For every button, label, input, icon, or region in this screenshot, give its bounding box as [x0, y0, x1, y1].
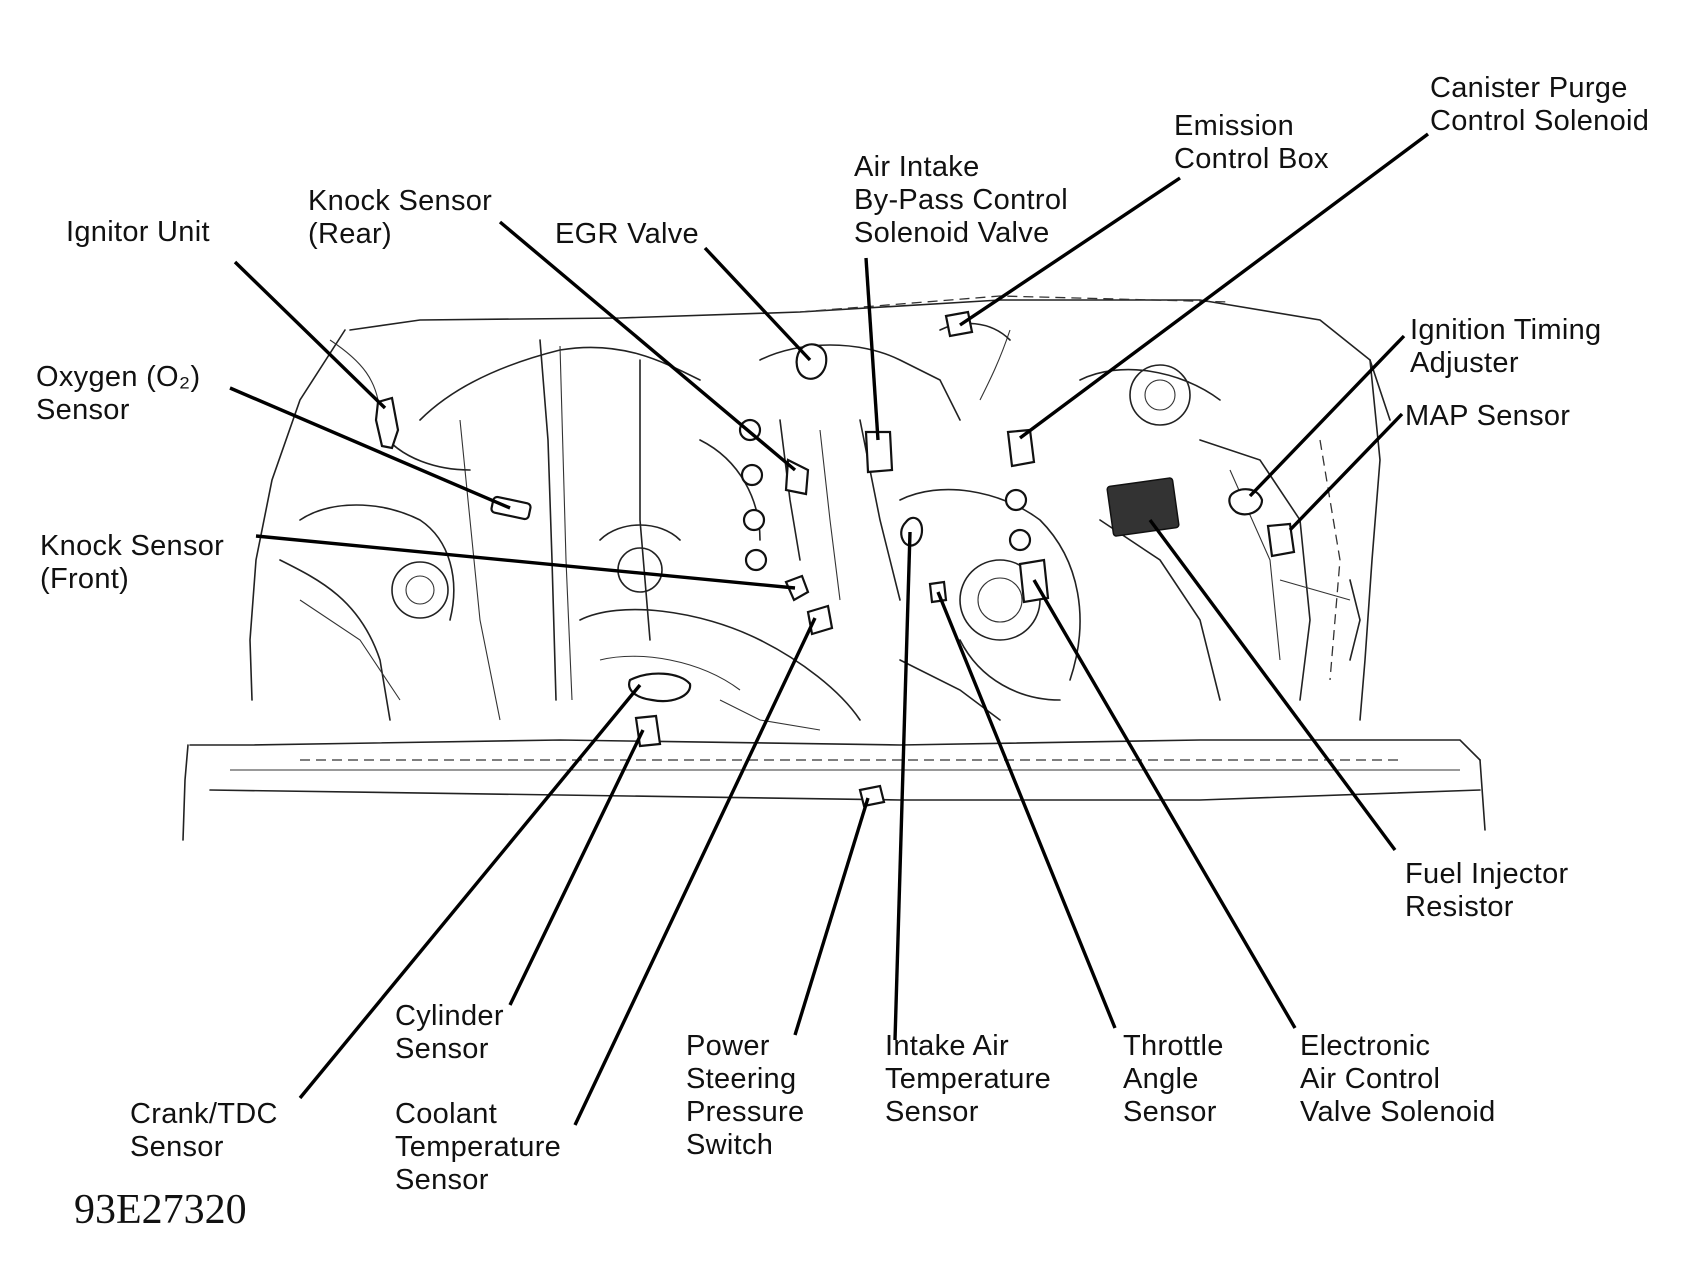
- figure-id: 93E27320: [74, 1187, 247, 1233]
- label-line: Fuel Injector: [1405, 858, 1569, 890]
- label-line: Coolant: [395, 1098, 498, 1130]
- ignitor-unit-part: [374, 396, 400, 450]
- label-line: Steering: [686, 1063, 797, 1095]
- label-egr-valve: EGR Valve: [555, 218, 699, 251]
- leader-intake-air-temp: [893, 531, 912, 1041]
- leader-knock-sensor-front: [255, 534, 796, 590]
- engine-bay-outline: [182, 295, 1486, 841]
- label-line: Solenoid Valve: [854, 217, 1050, 249]
- label-line: MAP Sensor: [1405, 400, 1571, 432]
- label-line: Sensor: [36, 394, 130, 426]
- label-coolant-temperature-sensor: Coolant Temperature Sensor: [395, 1098, 561, 1197]
- label-electronic-air-control-valve-solenoid: Electronic Air Control Valve Solenoid: [1300, 1030, 1496, 1129]
- leader-map-sensor: [1288, 412, 1404, 532]
- label-line: Sensor: [395, 1033, 489, 1065]
- label-line: Valve Solenoid: [1300, 1096, 1496, 1128]
- label-line: Control Solenoid: [1430, 105, 1650, 137]
- intake-air-temp-part: [900, 516, 924, 547]
- engine-internal-detail: [279, 322, 1361, 731]
- leader-ignition-timing-adjuster: [1248, 334, 1406, 498]
- label-line: (Rear): [308, 218, 392, 250]
- canister-purge-part: [1006, 428, 1036, 468]
- label-ignition-timing-adjuster: Ignition Timing Adjuster: [1410, 314, 1602, 380]
- coolant-temp-part: [806, 604, 834, 636]
- label-line: Power: [686, 1030, 770, 1062]
- label-line: Temperature: [395, 1131, 562, 1163]
- label-line: Crank/TDC: [130, 1098, 278, 1130]
- leader-power-steering: [793, 797, 870, 1036]
- leader-cylinder-sensor: [508, 729, 645, 1006]
- label-line: Throttle: [1123, 1030, 1224, 1062]
- leader-air-intake-bypass: [864, 257, 880, 441]
- label-line: Sensor: [130, 1131, 224, 1163]
- label-line: Sensor: [395, 1164, 489, 1196]
- label-line: Control Box: [1174, 143, 1329, 175]
- label-line: Oxygen (O₂): [36, 361, 201, 393]
- label-line: Pressure: [686, 1096, 805, 1128]
- leader-oxygen-sensor: [229, 386, 511, 510]
- label-line: (Front): [40, 563, 130, 595]
- ps-pressure-switch-part: [858, 784, 886, 808]
- leader-emission-control-box: [959, 176, 1181, 327]
- leader-canister-purge: [1018, 132, 1430, 440]
- label-throttle-angle-sensor: Throttle Angle Sensor: [1123, 1030, 1224, 1129]
- label-cylinder-sensor: Cylinder Sensor: [395, 1000, 504, 1066]
- leader-crank-tdc: [298, 683, 642, 1100]
- label-ignitor-unit: Ignitor Unit: [66, 216, 210, 249]
- label-line: Cylinder: [395, 1000, 504, 1032]
- label-oxygen-sensor: Oxygen (O₂) Sensor: [36, 361, 200, 427]
- label-line: Intake Air: [885, 1030, 1009, 1062]
- label-line: Resistor: [1405, 891, 1514, 923]
- oxygen-sensor-part: [490, 495, 532, 521]
- label-air-intake-bypass: Air Intake By-Pass Control Solenoid Valv…: [854, 151, 1068, 250]
- label-canister-purge: Canister Purge Control Solenoid: [1430, 72, 1649, 138]
- bypass-solenoid-part: [864, 430, 894, 474]
- leader-knock-sensor-rear: [498, 220, 797, 472]
- leader-throttle-angle: [936, 591, 1117, 1029]
- label-line: Ignition Timing: [1410, 314, 1602, 346]
- ignition-timing-adjuster-part: [1228, 488, 1264, 516]
- label-intake-air-temperature-sensor: Intake Air Temperature Sensor: [885, 1030, 1051, 1129]
- label-power-steering-pressure-switch: Power Steering Pressure Switch: [686, 1030, 804, 1162]
- label-line: Adjuster: [1410, 347, 1519, 379]
- label-line: Knock Sensor: [308, 185, 493, 217]
- leader-lines: [229, 132, 1430, 1126]
- label-line: Emission: [1174, 110, 1295, 142]
- label-fuel-injector-resistor: Fuel Injector Resistor: [1405, 858, 1568, 924]
- label-knock-sensor-front: Knock Sensor (Front): [40, 530, 224, 596]
- label-line: Electronic: [1300, 1030, 1431, 1062]
- label-line: Temperature: [885, 1063, 1052, 1095]
- label-line: Switch: [686, 1129, 774, 1161]
- label-line: Air Control: [1300, 1063, 1441, 1095]
- emission-box-part: [944, 310, 974, 338]
- label-line: EGR Valve: [555, 218, 699, 250]
- label-line: Air Intake: [854, 151, 980, 183]
- leader-fuel-injector-resistor: [1148, 518, 1397, 852]
- map-sensor-part: [1266, 522, 1296, 558]
- label-crank-tdc-sensor: Crank/TDC Sensor: [130, 1098, 278, 1164]
- leader-electronic-air-control: [1032, 579, 1297, 1029]
- label-emission-control-box: Emission Control Box: [1174, 110, 1329, 176]
- label-line: Canister Purge: [1430, 72, 1628, 104]
- cylinder-sensor-part: [634, 714, 662, 748]
- leader-ignitor-unit: [233, 260, 387, 410]
- label-line: Knock Sensor: [40, 530, 225, 562]
- knock-sensor-front-part: [784, 574, 810, 602]
- leader-coolant-temperature: [573, 617, 817, 1126]
- leader-egr-valve: [703, 246, 812, 362]
- label-knock-sensor-rear: Knock Sensor (Rear): [308, 185, 492, 251]
- label-map-sensor: MAP Sensor: [1405, 400, 1570, 433]
- label-line: Ignitor Unit: [66, 216, 210, 248]
- component-parts: [374, 310, 1296, 808]
- label-line: By-Pass Control: [854, 184, 1069, 216]
- label-line: Sensor: [885, 1096, 979, 1128]
- label-line: Sensor: [1123, 1096, 1217, 1128]
- fuel-injector-resistor-part: [1106, 477, 1180, 537]
- label-line: Angle: [1123, 1063, 1199, 1095]
